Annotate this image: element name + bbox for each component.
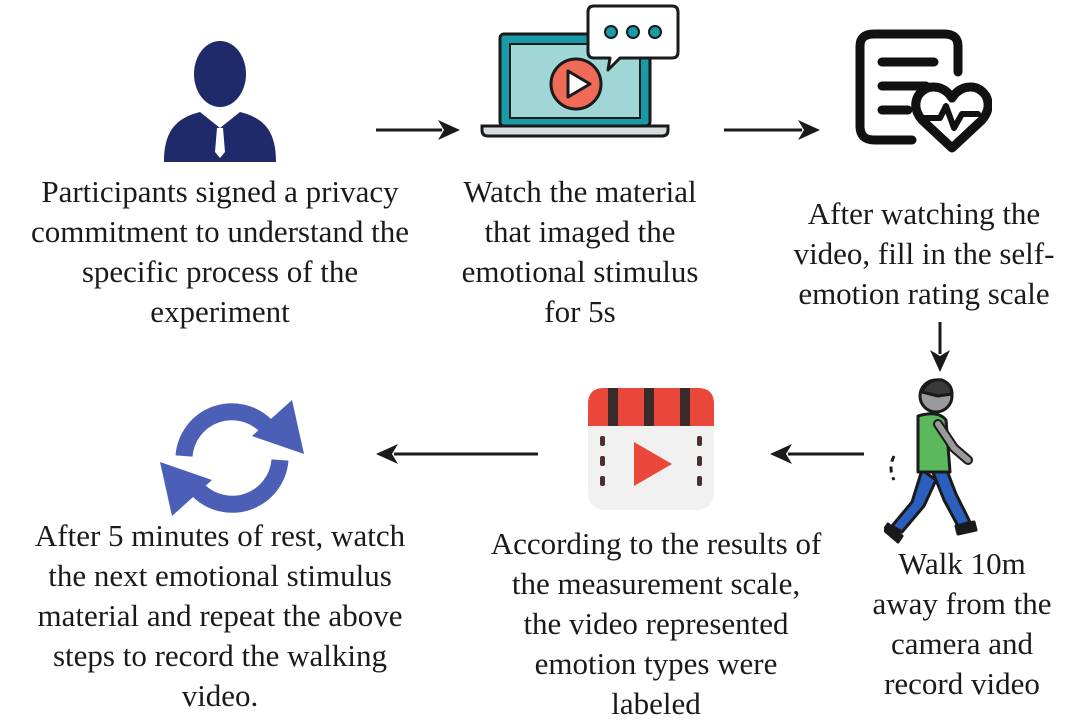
text-line: labeled (611, 686, 701, 720)
text-line: away from the (872, 586, 1052, 621)
arrow-right-1 (376, 120, 460, 140)
text-line: the next emotional stimulus (48, 558, 392, 593)
text-line: the measurement scale, (511, 566, 801, 601)
step-repeat-label: After 5 minutes of rest, watch the next … (0, 516, 440, 716)
step-rating-label: After watching the video, fill in the se… (776, 194, 1072, 314)
text-line: the video represented (523, 606, 789, 641)
text-line: emotion types were (534, 646, 778, 681)
text-line: that imaged the (484, 214, 676, 249)
arrow-down (930, 322, 950, 372)
text-line: steps to record the walking (52, 638, 388, 673)
text-line: Watch the material (463, 174, 697, 209)
walking-person-icon (884, 378, 978, 544)
step-label-label: According to the results of the measurem… (456, 524, 856, 720)
text-line: experiment (150, 294, 290, 329)
text-line: camera and (891, 626, 1033, 661)
text-line: emotional stimulus (461, 254, 699, 289)
text-line: According to the results of (490, 526, 822, 561)
step-watch-label: Watch the material that imaged the emoti… (440, 172, 720, 332)
text-line: Participants signed a privacy (41, 174, 399, 209)
arrow-left-1 (770, 444, 864, 464)
text-line: After watching the (807, 196, 1041, 231)
text-line: video. (181, 678, 259, 713)
person-icon (164, 41, 276, 162)
text-line: emotion rating scale (798, 276, 1050, 311)
text-line: material and repeat the above (37, 598, 403, 633)
refresh-cycle-icon (160, 400, 304, 516)
text-line: specific process of the (81, 254, 359, 289)
arrow-right-2 (724, 120, 820, 140)
text-line: Walk 10m (898, 546, 1026, 581)
step-walk-label: Walk 10m away from the camera and record… (852, 544, 1072, 704)
text-line: After 5 minutes of rest, watch (34, 518, 406, 553)
step-consent-label: Participants signed a privacy commitment… (0, 172, 440, 332)
laptop-video-icon (480, 4, 680, 138)
text-line: video, fill in the self- (793, 236, 1055, 271)
text-line: commitment to understand the (31, 214, 409, 249)
arrow-left-2 (376, 444, 538, 464)
text-line: for 5s (544, 294, 616, 329)
heart-report-icon (855, 29, 992, 153)
text-line: record video (884, 666, 1040, 701)
video-clapper-icon (588, 388, 714, 510)
